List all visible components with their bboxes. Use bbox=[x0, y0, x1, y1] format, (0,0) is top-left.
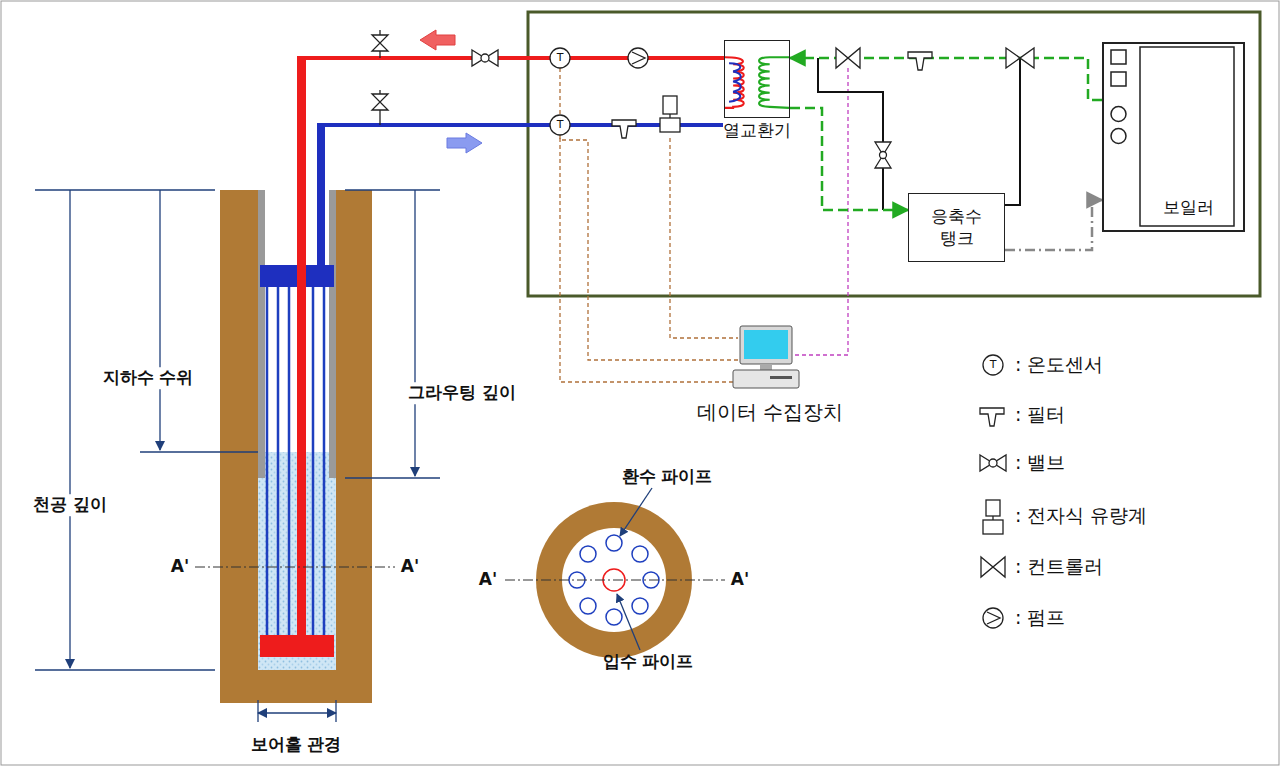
section-mark: A' bbox=[731, 570, 749, 590]
condensate-tank: 응축수 탱크 bbox=[908, 193, 1005, 262]
pipe-label: 입수 파이프 bbox=[603, 652, 694, 672]
section-line bbox=[195, 567, 395, 568]
coil-drawing bbox=[725, 41, 789, 117]
section-mark: A' bbox=[171, 557, 189, 577]
valve-symbol bbox=[472, 50, 498, 66]
tank-lines bbox=[818, 58, 1020, 210]
legend-text: : 필터 bbox=[1015, 402, 1065, 428]
legend-text: : 밸브 bbox=[1015, 450, 1065, 476]
legend-controller bbox=[981, 557, 1005, 577]
computer-icon bbox=[733, 326, 799, 388]
signal-lines bbox=[560, 58, 848, 382]
pump-symbol bbox=[628, 48, 648, 68]
dimension-label: 보어홀 관경 bbox=[251, 735, 342, 755]
flowmeter-symbol bbox=[660, 96, 680, 132]
valve-symbol bbox=[372, 35, 388, 51]
device-label: 데이터 수집장치 bbox=[697, 401, 843, 424]
heat-exchanger: 열교환기 bbox=[724, 40, 790, 118]
legend-filter bbox=[980, 408, 1004, 426]
legend-flowmeter bbox=[983, 500, 1003, 534]
legend-text: : 전자식 유량계 bbox=[1015, 503, 1147, 529]
legend-text: : 온도센서 bbox=[1015, 352, 1103, 378]
sensor-mark: T bbox=[557, 119, 564, 132]
dimension-label: 지하수 수위 bbox=[100, 367, 197, 389]
borehole bbox=[220, 56, 372, 703]
legend-text: : 컨트롤러 bbox=[1015, 554, 1103, 580]
temperature-sensor bbox=[550, 115, 570, 135]
dimension-label: 천공 깊이 bbox=[30, 494, 110, 516]
flow-arrow bbox=[420, 30, 455, 50]
legend-text: : 펌프 bbox=[1015, 605, 1065, 631]
section-mark: A' bbox=[479, 570, 497, 590]
legend-pump bbox=[983, 608, 1003, 628]
filter-symbol bbox=[612, 120, 636, 138]
legend-valve bbox=[980, 455, 1006, 471]
boiler: 보일러 bbox=[1102, 42, 1245, 232]
legend-sensor bbox=[983, 355, 1003, 375]
filter-symbol bbox=[908, 52, 932, 70]
sensor-mark: T bbox=[557, 52, 564, 65]
temperature-sensor bbox=[550, 48, 570, 68]
valve-symbol bbox=[875, 142, 891, 168]
valve-symbol bbox=[1006, 48, 1034, 68]
dimension-lines bbox=[35, 190, 440, 722]
section-mark: A' bbox=[401, 557, 419, 577]
node-label: 응축수 탱크 bbox=[925, 206, 989, 249]
cross-section bbox=[505, 488, 725, 658]
flow-arrow bbox=[447, 133, 482, 153]
dimension-label: 그라우팅 깊이 bbox=[405, 382, 519, 404]
supply-pipe bbox=[297, 56, 724, 60]
flow-connector bbox=[1005, 200, 1102, 250]
node-caption: 열교환기 bbox=[723, 120, 791, 141]
pipe-label: 환수 파이프 bbox=[622, 467, 713, 487]
flow-connector bbox=[790, 108, 908, 210]
sensor-mark: T bbox=[990, 359, 997, 372]
node-label: 보일러 bbox=[1144, 197, 1232, 218]
controller-symbol bbox=[836, 48, 860, 68]
equipment-frame bbox=[528, 12, 1260, 296]
valve-symbol bbox=[372, 94, 388, 110]
